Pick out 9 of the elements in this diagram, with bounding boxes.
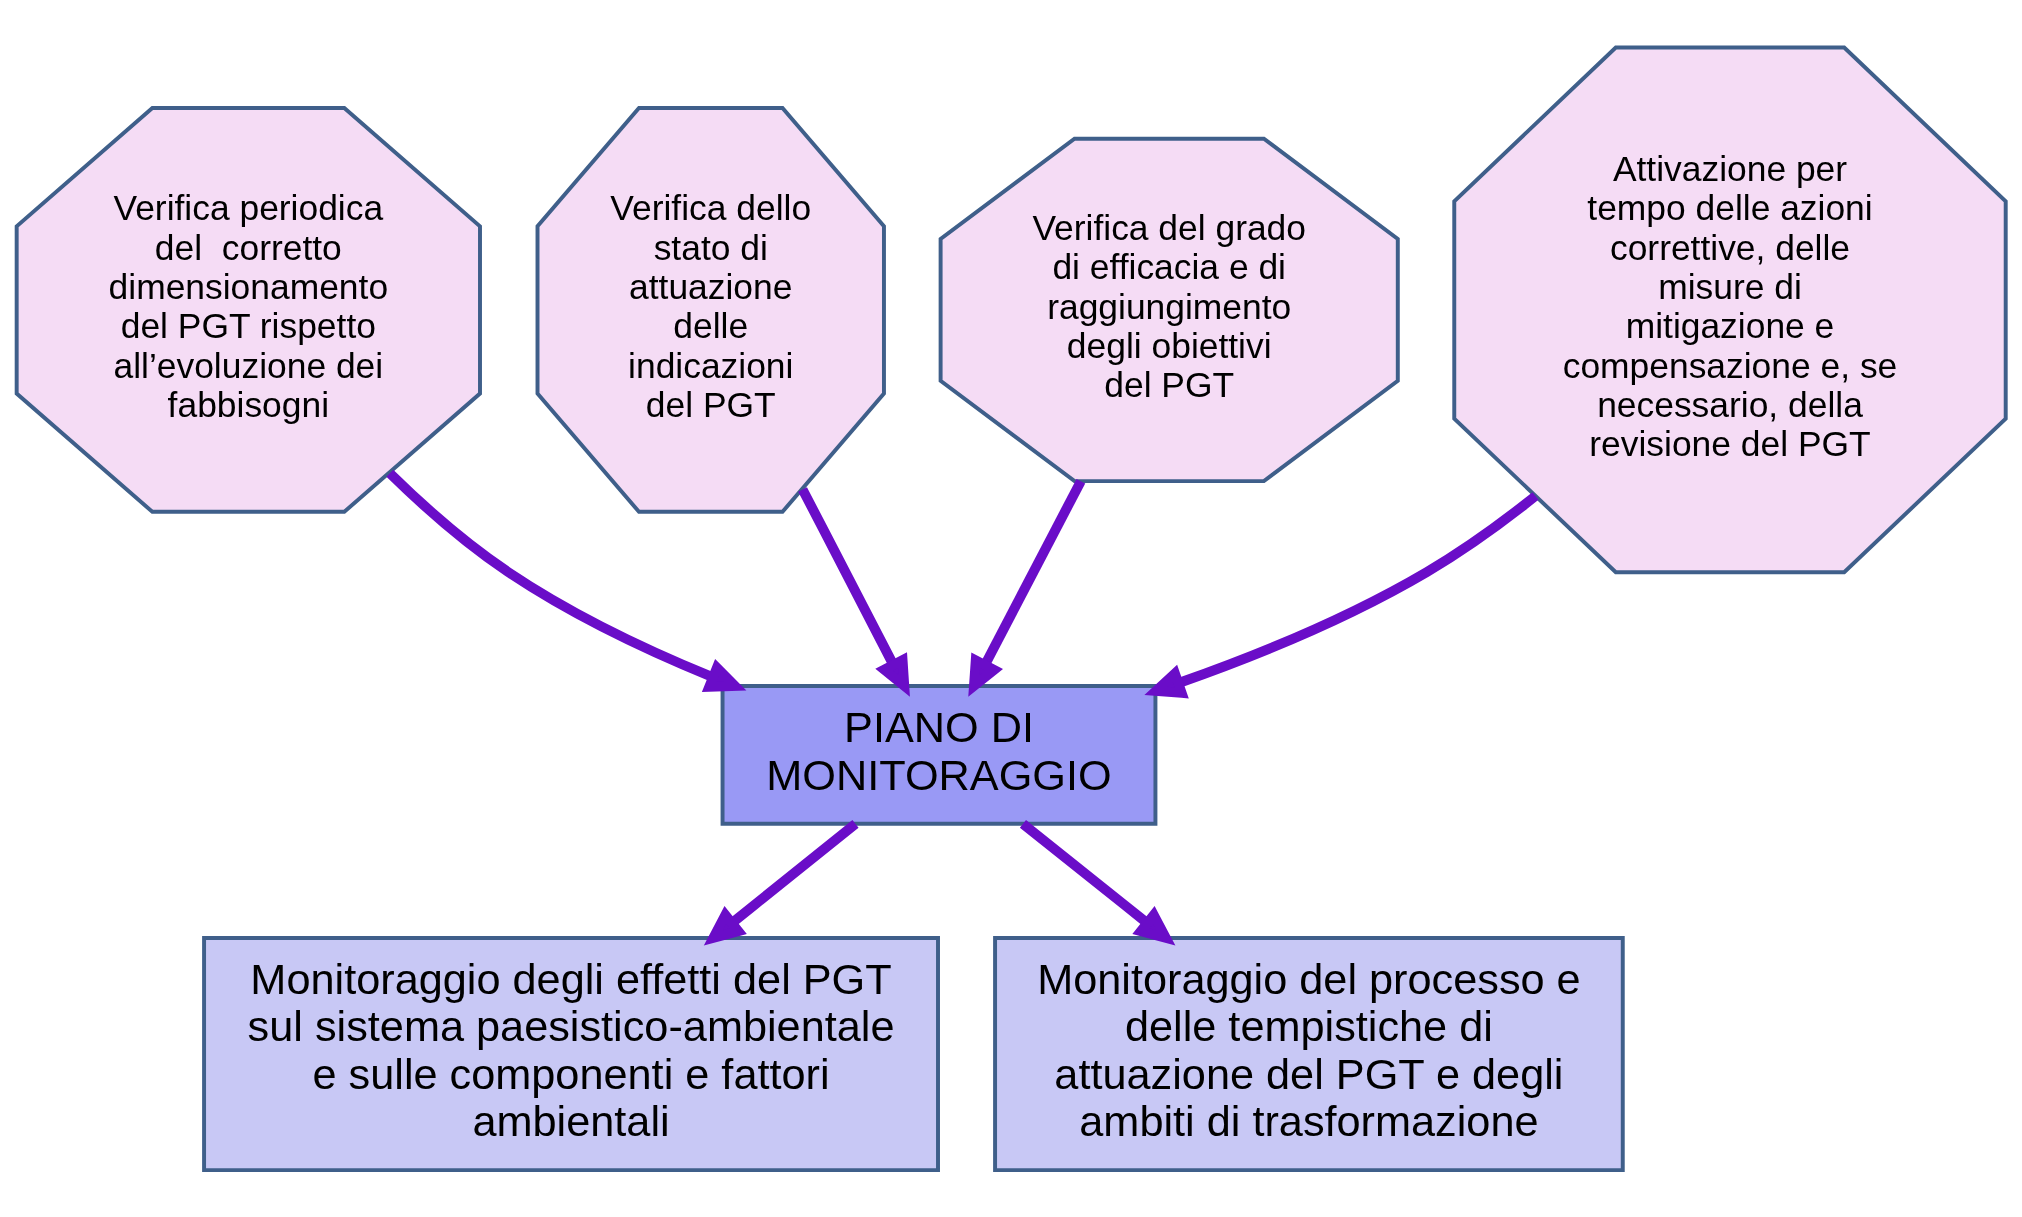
arrow: [798, 486, 910, 697]
node-box: PIANO DI MONITORAGGIO: [720, 683, 1158, 826]
node-box: Monitoraggio del processo e delle tempistiche di attuazione del PGT e degli ambiti di trasformazione: [993, 935, 1625, 1172]
arrow: [1144, 491, 1539, 698]
arrow: [968, 478, 1086, 697]
arrow: [1019, 819, 1176, 946]
arrow: [703, 819, 859, 946]
arrow: [386, 469, 747, 692]
node-box: Monitoraggio degli effetti del PGT sul sistema paesistico-ambientale e sulle componenti e fattori ambientali: [202, 935, 940, 1172]
